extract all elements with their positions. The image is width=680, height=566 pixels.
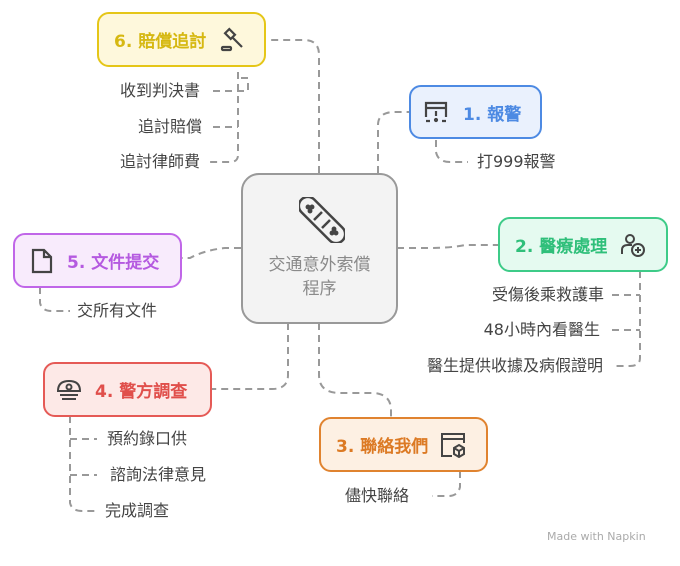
step-4-item: 完成調查 bbox=[105, 501, 170, 520]
connector-step6-items bbox=[210, 60, 249, 163]
connector-step6 bbox=[267, 39, 320, 173]
connector-step1-items bbox=[435, 128, 468, 163]
connector-step2-items bbox=[612, 271, 641, 367]
step-5-documents[interactable]: 5. 文件提交 bbox=[13, 233, 182, 288]
step-label: 5. 文件提交 bbox=[67, 253, 160, 273]
connector-step4 bbox=[211, 323, 289, 390]
step-6-item: 追討賠償 bbox=[137, 117, 202, 136]
step-2-item: 48小時內看醫生 bbox=[483, 320, 600, 339]
connector-step3-items bbox=[432, 471, 461, 497]
step-label: 2. 醫療處理 bbox=[515, 237, 608, 257]
step-4-item: 預約錄口供 bbox=[107, 429, 188, 448]
step-3-item: 儘快聯絡 bbox=[345, 486, 410, 505]
step-6-compensation[interactable]: 6. 賠償追討 bbox=[97, 12, 266, 67]
step-2-medical[interactable]: 2. 醫療處理 bbox=[498, 217, 668, 272]
police-hat-icon bbox=[56, 379, 82, 400]
connector-step1 bbox=[377, 111, 409, 173]
step-label: 3. 聯絡我們 bbox=[336, 437, 429, 457]
bandage-icon bbox=[299, 197, 345, 243]
gavel-icon bbox=[221, 26, 243, 51]
document-icon bbox=[31, 248, 53, 273]
step-label: 6. 賠償追討 bbox=[114, 32, 207, 52]
watermark-text: Made with Napkin bbox=[547, 530, 646, 543]
connector-step3 bbox=[318, 323, 392, 417]
step-6-item: 收到判決書 bbox=[119, 81, 200, 100]
step-1-report-police[interactable]: 1. 報警 bbox=[409, 85, 542, 139]
step-6-item: 追討律師費 bbox=[119, 152, 200, 171]
connector-step5-items bbox=[39, 287, 70, 312]
browser-box-icon bbox=[441, 432, 466, 458]
step-label: 1. 報警 bbox=[463, 104, 522, 125]
connector-step4-items bbox=[69, 416, 98, 512]
step-4-item: 諮詢法律意見 bbox=[110, 465, 207, 484]
napkin-watermark[interactable]: Made with Napkin bbox=[547, 530, 646, 543]
alert-window-icon bbox=[424, 101, 448, 123]
step-3-contact-us[interactable]: 3. 聯絡我們 bbox=[319, 417, 488, 472]
connector-step5 bbox=[181, 247, 241, 259]
central-topic[interactable]: 交通意外索償程序 bbox=[241, 173, 398, 324]
step-2-item: 醫生提供收據及病假證明 bbox=[426, 356, 603, 375]
step-1-item: 打999報警 bbox=[477, 152, 556, 171]
step-5-item: 交所有文件 bbox=[77, 301, 158, 320]
step-label: 4. 警方調查 bbox=[95, 382, 188, 402]
connector-step2 bbox=[397, 244, 498, 249]
central-title: 交通意外索償程序 bbox=[268, 255, 371, 299]
step-4-police-investigation[interactable]: 4. 警方調查 bbox=[43, 362, 212, 417]
step-2-item: 受傷後乘救護車 bbox=[491, 285, 604, 304]
doctor-medical-icon bbox=[621, 233, 646, 257]
